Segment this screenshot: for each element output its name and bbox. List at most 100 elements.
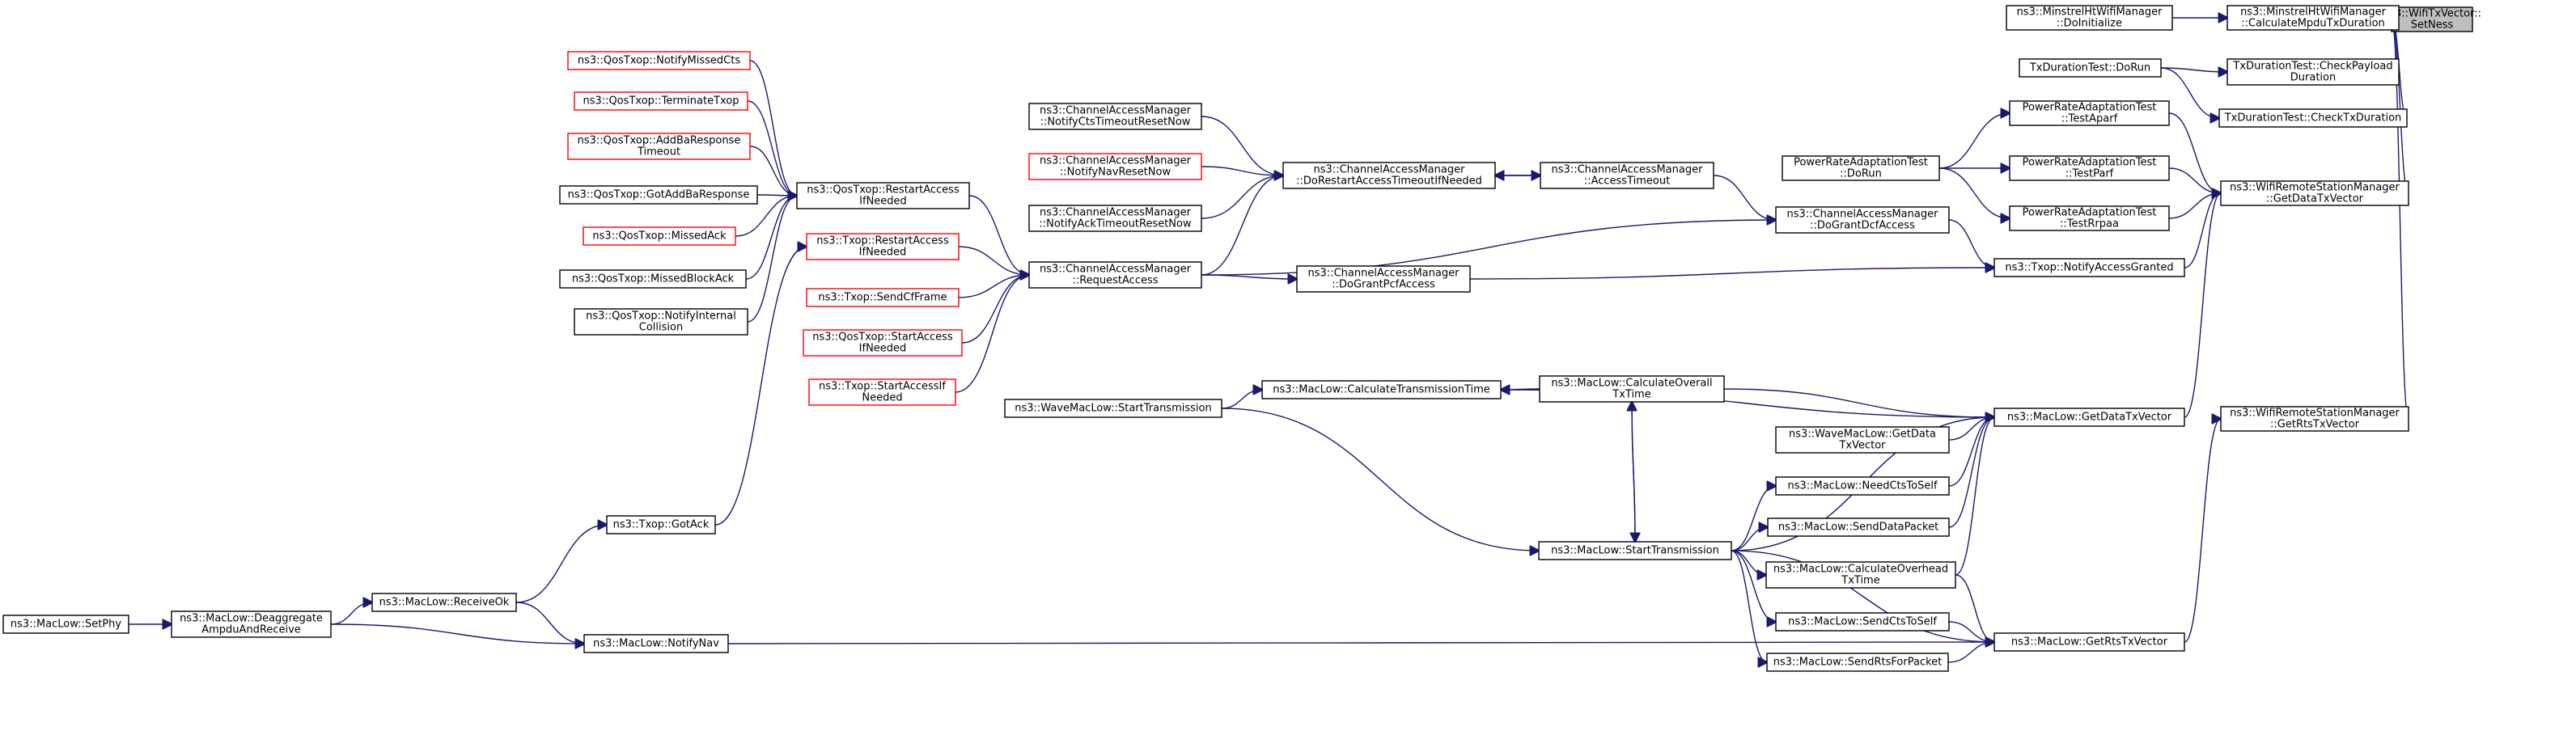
node-mac-getrtstx[interactable]: ns3::MacLow::GetRtsTxVector — [1993, 632, 2185, 652]
edge-wrsm-getdata-to-setness — [2392, 19, 2409, 194]
node-box — [574, 308, 748, 336]
node-cam-request[interactable]: ns3::ChannelAccessManager::RequestAccess — [1028, 261, 1202, 289]
node-label-line: TxTime — [1612, 389, 1650, 401]
node-label-line: IfNeeded — [859, 343, 907, 355]
node-label-line: ns3::Txop::GotAck — [613, 519, 710, 531]
node-mac-sendcts[interactable]: ns3::MacLow::SendCtsToSelf — [1775, 612, 1950, 632]
node-txd-checktx[interactable]: TxDurationTest::CheckTxDuration — [2218, 108, 2408, 128]
node-txop-gotack[interactable]: ns3::Txop::GotAck — [606, 515, 716, 534]
node-box — [1296, 265, 1471, 293]
node-wrsm-getrts[interactable]: ns3::WifiRemoteStationManager::GetRtsTxV… — [2220, 406, 2409, 432]
node-label-line: PowerRateAdaptationTest — [1794, 157, 1928, 169]
node-label-line: ::GetRtsTxVector — [2270, 419, 2360, 431]
node-mac-needcts[interactable]: ns3::MacLow::NeedCtsToSelf — [1775, 476, 1950, 496]
edge-mac-notifynav-to-mac-getrtstx — [727, 642, 1994, 644]
node-txop-notifyaccess[interactable]: ns3::Txop::NotifyAccessGranted — [1993, 258, 2185, 277]
node-mac-setphy[interactable]: ns3::MacLow::SetPhy — [2, 615, 129, 634]
node-label-line: ns3::QosTxop::StartAccess — [812, 332, 953, 344]
edge-mac-receiveok-to-txop-gotack — [515, 525, 607, 603]
node-label-line: ns3::ChannelAccessManager — [1040, 264, 1192, 276]
node-label-line: Duration — [2290, 72, 2336, 84]
node-mac-sendrts[interactable]: ns3::MacLow::SendRtsForPacket — [1766, 653, 1949, 672]
node-label-line: AmpduAndReceive — [201, 624, 301, 636]
node-cam-dograntpcf[interactable]: ns3::ChannelAccessManager::DoGrantPcfAcc… — [1296, 265, 1471, 293]
node-label-line: ::DoRestartAccessTimeoutIfNeeded — [1296, 175, 1482, 188]
node-label-line: ns3::QosTxop::RestartAccess — [807, 184, 960, 196]
node-label-line: ns3::QosTxop::GotAddBaResponse — [568, 189, 750, 201]
edge-qos-notifymissedcts-to-qos-restart — [749, 60, 797, 196]
node-label-line: ns3::MacLow::NeedCtsToSelf — [1787, 480, 1937, 492]
node-mhw-calc[interactable]: ns3::MinstrelHtWifiManager::CalculateMpd… — [2226, 5, 2400, 31]
node-cam-navreset[interactable]: ns3::ChannelAccessManager::NotifyNavRese… — [1028, 153, 1202, 180]
edge-pra-dorun-to-pra-rrpaa — [1938, 167, 2010, 218]
edge-mac-starttx-to-mac-sendrts — [1731, 550, 1767, 662]
node-box — [2, 615, 129, 634]
node-label-line: ns3::ChannelAccessManager — [1040, 105, 1192, 117]
node-pra-aparf[interactable]: PowerRateAdaptationTest::TestAparf — [2009, 100, 2170, 126]
node-mhw-doinit[interactable]: ns3::MinstrelHtWifiManager::DoInitialize — [2006, 5, 2173, 31]
node-cam-ctsreset[interactable]: ns3::ChannelAccessManager::NotifyCtsTime… — [1028, 103, 1202, 130]
node-box — [559, 185, 758, 205]
node-mac-notifynav[interactable]: ns3::MacLow::NotifyNav — [583, 634, 729, 653]
node-wave-getdata[interactable]: ns3::WaveMacLow::GetDataTxVector — [1775, 426, 1950, 454]
node-label-line: ns3::QosTxop::TerminateTxop — [583, 95, 739, 108]
node-label-line: TxVector — [1838, 440, 1886, 452]
node-cam-dorestart[interactable]: ns3::ChannelAccessManager::DoRestartAcce… — [1282, 162, 1496, 189]
edge-pra-rrpaa-to-wrsm-getdata — [2168, 193, 2221, 219]
node-label-line: ns3::MinstrelHtWifiManager — [2017, 6, 2163, 19]
node-cam-accesstimeout[interactable]: ns3::ChannelAccessManager::AccessTimeout — [1540, 162, 1714, 189]
node-txd-dorun[interactable]: TxDurationTest::DoRun — [2019, 58, 2162, 78]
node-label-line: ::DoRun — [1840, 168, 1882, 180]
node-qos-missedack[interactable]: ns3::QosTxop::MissedAck — [583, 226, 736, 246]
edge-mac-starttx-to-mac-needcts — [1731, 486, 1776, 551]
node-label-line: ::TestAparf — [2061, 113, 2118, 125]
node-mac-receiveok[interactable]: ns3::MacLow::ReceiveOk — [371, 593, 517, 612]
edge-mac-senddata-to-mac-getdatatx — [1948, 417, 1994, 528]
node-label-line: ::DoInitialize — [2057, 18, 2122, 30]
node-box — [606, 515, 716, 534]
node-pra-dorun[interactable]: PowerRateAdaptationTest::DoRun — [1782, 155, 1940, 181]
node-setness[interactable]: ns3::WifiTxVector::SetNess — [2383, 6, 2481, 32]
node-label-line: ns3::QosTxop::MissedAck — [592, 230, 727, 243]
node-label-line: ns3::MacLow::NotifyNav — [593, 638, 719, 650]
node-label-line: ns3::Txop::RestartAccess — [816, 235, 949, 247]
node-cam-ackreset[interactable]: ns3::ChannelAccessManager::NotifyAckTime… — [1028, 205, 1202, 232]
node-qos-gotaddba[interactable]: ns3::QosTxop::GotAddBaResponse — [559, 185, 758, 205]
node-qos-missedblockack[interactable]: ns3::QosTxop::MissedBlockAck — [559, 269, 747, 289]
node-mac-getdatatx[interactable]: ns3::MacLow::GetDataTxVector — [1993, 408, 2185, 427]
node-wrsm-getdata[interactable]: ns3::WifiRemoteStationManager::GetDataTx… — [2220, 180, 2409, 206]
node-label-line: ns3::Txop::NotifyAccessGranted — [2005, 262, 2173, 274]
node-label-line: Collision — [639, 322, 683, 334]
node-label-line: TxDurationTest::CheckTxDuration — [2224, 112, 2402, 125]
node-label-line: ns3::MacLow::CalculateOverhead — [1773, 564, 1948, 576]
node-box — [171, 610, 332, 638]
node-label-line: ::CalculateMpduTxDuration — [2241, 18, 2385, 30]
node-mac-starttx[interactable]: ns3::MacLow::StartTransmission — [1538, 541, 1732, 560]
node-mac-senddata[interactable]: ns3::MacLow::SendDataPacket — [1767, 518, 1950, 537]
node-label-line: ::GetDataTxVector — [2266, 193, 2364, 205]
edge-mac-sendrts-to-mac-getrtstx — [1947, 642, 1994, 663]
node-pra-rrpaa[interactable]: PowerRateAdaptationTest::TestRrpaa — [2009, 205, 2170, 231]
node-box — [2226, 58, 2400, 86]
node-label-line: ::TestParf — [2065, 168, 2114, 180]
node-label-line: ns3::ChannelAccessManager — [1314, 164, 1466, 176]
node-wave-starttx[interactable]: ns3::WaveMacLow::StartTransmission — [1004, 399, 1222, 418]
node-qos-terminate[interactable]: ns3::QosTxop::TerminateTxop — [574, 91, 748, 111]
node-mac-calctxtime[interactable]: ns3::MacLow::CalculateTransmissionTime — [1261, 380, 1502, 399]
node-cam-dogrant[interactable]: ns3::ChannelAccessManager::DoGrantDcfAcc… — [1775, 206, 1950, 234]
edge-pra-parf-to-wrsm-getdata — [2168, 167, 2221, 193]
node-qos-notifymissedcts[interactable]: ns3::QosTxop::NotifyMissedCts — [567, 51, 751, 70]
node-pra-parf[interactable]: PowerRateAdaptationTest::TestParf — [2009, 155, 2170, 181]
node-txop-sendcf[interactable]: ns3::Txop::SendCfFrame — [806, 288, 960, 307]
